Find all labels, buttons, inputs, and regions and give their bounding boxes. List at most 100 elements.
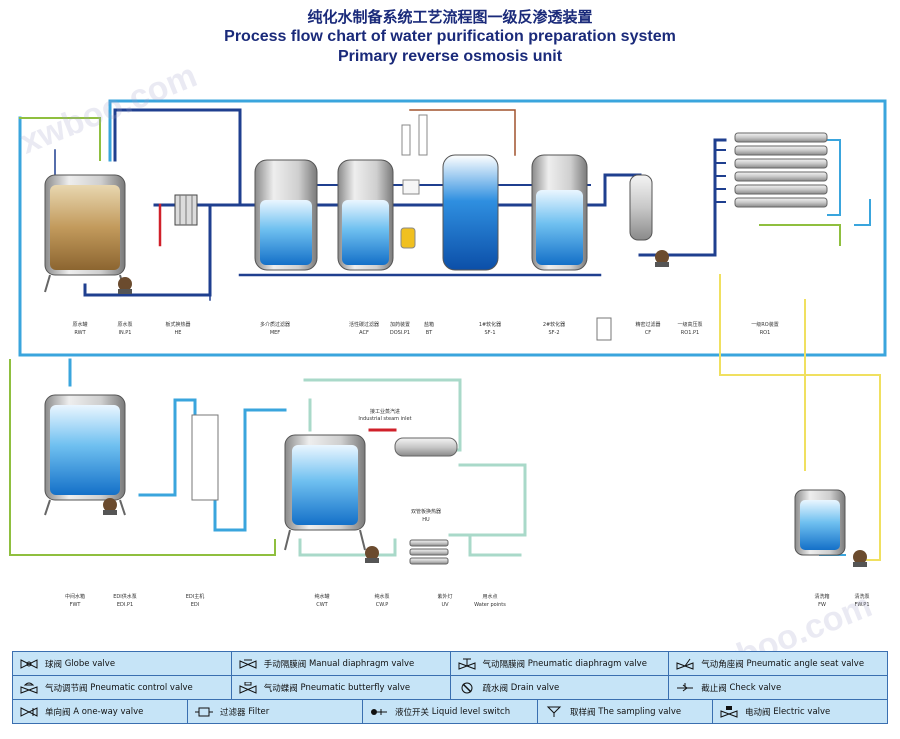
label-ro-pump-cn: 一级高压泵 (677, 321, 702, 328)
label-sf2-cn: 2#软化器 (543, 321, 565, 328)
legend-item: 气动调节阀 Pneumatic control valve (13, 676, 232, 699)
dosing-unit (400, 114, 428, 249)
legend-label-en: Pneumatic diaphragm valve (527, 658, 647, 669)
pipe-edi-out (213, 408, 287, 532)
legend-label-cn: 液位开关 (395, 708, 430, 718)
uv-sterilizer (409, 539, 449, 565)
legend-row: 球阀 Globe valve 手动隔膜阀 Manual diaphragm va… (13, 652, 887, 676)
globe-valve-icon (20, 658, 38, 669)
legend-item: 液位开关 Liquid level switch (363, 700, 538, 724)
label-heat-exchanger-en: HE (175, 330, 182, 336)
cleaning-pump (853, 550, 867, 567)
label-uv-en: UV (441, 602, 449, 608)
liquid-level-switch-icon (371, 709, 387, 715)
pipe-pure-return (448, 463, 527, 557)
edi-feed-pump (103, 498, 117, 515)
label-acf-cn: 活性碳过滤器 (349, 321, 379, 328)
label-ro-unit-cn: 一级RO装置 (751, 321, 778, 328)
legend-item: 取样阀 The sampling valve (538, 700, 713, 724)
softener-2 (531, 154, 588, 271)
pneumatic-butterfly-valve-icon (239, 681, 257, 694)
label-sf1-cn: 1#软化器 (479, 321, 501, 328)
label-heat-exchanger-cn: 板式换热器 (165, 321, 190, 328)
legend-item: 气动角座阀 Pneumatic angle seat valve (669, 652, 887, 675)
label-mef-cn: 多介质过滤器 (260, 321, 290, 328)
raw-water-tank (44, 174, 126, 293)
label-raw-water-tank-cn: 原水罐 (72, 321, 87, 328)
label-fw-cn: 清洗箱 (814, 593, 829, 600)
pipe-green-lower (9, 359, 276, 556)
label-mef-en: MEF (270, 330, 280, 336)
legend-label-cn: 气动角座阀 (701, 659, 744, 670)
label-steam-en: Industrial steam inlet (358, 416, 411, 422)
edi-module (191, 414, 219, 501)
process-flow-diagram: 原水罐 RWT 原水泵 IN.P1 板式换热器 HE 多介质过滤器 MEF 活性… (9, 99, 887, 608)
label-water-points-cn: 用水点 (482, 593, 497, 600)
legend-item: 过滤器 Filter (188, 700, 363, 724)
label-raw-water-tank-en: RWT (74, 330, 86, 336)
pipe-ro-perm (827, 139, 841, 216)
legend-label-en: Liquid level switch (431, 707, 511, 717)
legend-label-en: Filter (248, 707, 270, 717)
pneumatic-diaphragm-valve-icon (458, 658, 475, 670)
tube-heat-exchanger (394, 437, 458, 457)
label-raw-pump-en: IN.P1 (118, 330, 131, 336)
valve-legend: 球阀 Globe valve 手动隔膜阀 Manual diaphragm va… (12, 651, 888, 724)
pipe-right-down (854, 199, 871, 226)
legend-label-cn: 截止阀 (701, 683, 727, 694)
legend-row: 单向阀 A one-way valve 过滤器 Filter 液位开关 Liqu… (13, 700, 887, 724)
label-dosing-cn: 加药装置 (390, 321, 410, 328)
label-acf-en: ACF (359, 330, 369, 336)
label-fwp-en: FW.P1 (854, 602, 869, 608)
label-edi-pump-cn: EDI供水泵 (113, 593, 136, 600)
label-uv-cn: 紫外灯 (437, 593, 452, 600)
electric-valve-icon (720, 706, 738, 718)
legend-row: 气动调节阀 Pneumatic control valve 气动蝶阀 Pneum… (13, 676, 887, 700)
pipe-pure-out (298, 538, 397, 557)
legend-label-en: Pneumatic angle seat valve (746, 658, 865, 669)
legend-label-en: Pneumatic butterfly valve (300, 682, 411, 693)
intermediate-water-tank (44, 394, 126, 516)
label-water-points-en: Water points (474, 602, 506, 608)
softener-1 (442, 154, 499, 271)
legend-label-en: Manual diaphragm valve (308, 658, 415, 669)
manual-diaphragm-valve-icon (239, 659, 257, 669)
legend-label-cn: 手动隔膜阀 (263, 659, 307, 670)
brine-tank (596, 317, 612, 341)
label-fwt-en: FWT (70, 602, 82, 608)
legend-label-en: Globe valve (64, 658, 116, 669)
pure-water-pump (365, 546, 379, 563)
legend-label-en: The sampling valve (598, 707, 682, 717)
title-chinese: 纯化水制备系统工艺流程图一级反渗透装置 (307, 8, 593, 26)
pipe-green-top (19, 117, 101, 161)
legend-label-cn: 疏水阀 (482, 683, 509, 694)
label-edi-cn: EDI主机 (186, 593, 204, 600)
label-raw-pump-cn: 原水泵 (117, 321, 132, 328)
subtitle-english: Primary reverse osmosis unit (337, 48, 563, 65)
legend-label-cn: 过滤器 (220, 708, 246, 718)
label-dosing-en: DOSI.P1 (390, 330, 410, 336)
equipment-label-group: 原水罐 RWT 原水泵 IN.P1 板式换热器 HE 多介质过滤器 MEF 活性… (65, 321, 870, 608)
title-english: Process flow chart of water purification… (224, 28, 676, 45)
label-cwp-cn: 纯水泵 (374, 593, 389, 600)
pneumatic-angle-seat-valve-icon (676, 658, 694, 670)
pipe-yellow-wash (719, 274, 881, 561)
cartridge-filter (629, 174, 653, 241)
label-brine-en: BT (426, 330, 433, 336)
label-tube-he-en: HU (422, 517, 430, 523)
pure-water-tank (284, 434, 366, 551)
legend-item: 手动隔膜阀 Manual diaphragm valve (232, 652, 451, 675)
legend-label-cn: 电动阀 (745, 708, 771, 718)
multimedia-filter (254, 159, 318, 271)
drain-valve-icon (461, 682, 472, 693)
legend-label-en: Drain valve (510, 682, 560, 693)
label-ro-pump-en: RO1.P1 (681, 330, 699, 336)
label-edi-en: EDI (191, 602, 199, 608)
legend-item: 气动隔膜阀 Pneumatic diaphragm valve (451, 652, 670, 675)
pipe-ro-header (714, 139, 726, 216)
label-sf1-en: SF-1 (484, 330, 495, 336)
legend-label-cn: 气动调节阀 (45, 683, 88, 694)
label-steam-cn: 接工业蒸汽进 (370, 408, 400, 415)
ro-membrane-array (734, 132, 828, 208)
filter-icon (195, 707, 213, 717)
